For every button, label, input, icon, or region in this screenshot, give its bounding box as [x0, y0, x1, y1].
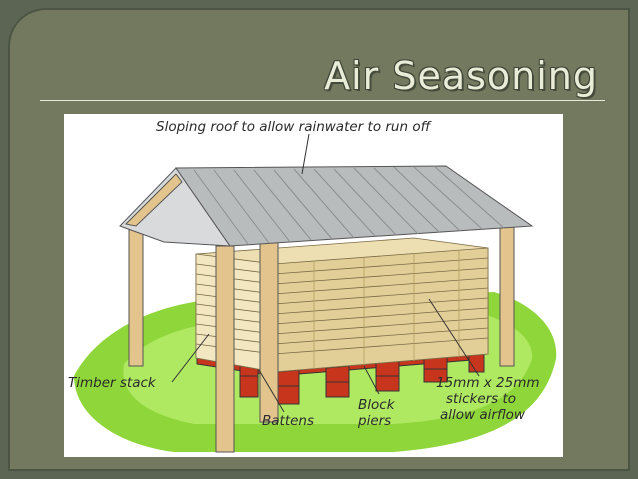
label-stickers-2: stickers to: [446, 391, 517, 407]
title-divider: [40, 100, 605, 101]
front-post-right: [259, 241, 279, 423]
label-sloping-roof: Sloping roof to allow rainwater to run o…: [156, 119, 431, 135]
air-seasoning-diagram: Sloping roof to allow rainwater to run o…: [64, 114, 563, 457]
diagram-illustration: [74, 133, 557, 453]
label-block-piers-2: piers: [358, 413, 392, 429]
label-block-piers-1: Block: [358, 397, 395, 413]
label-timber-stack: Timber stack: [68, 375, 156, 391]
leader-lines: [171, 133, 480, 413]
front-post-left: [215, 245, 235, 453]
label-stickers-3: allow airflow: [440, 407, 525, 423]
slide-title: Air Seasoning: [324, 54, 598, 98]
back-post-right: [499, 223, 515, 367]
timber-stack-illustration: [195, 237, 489, 373]
label-battens: Battens: [262, 413, 315, 429]
label-stickers-1: 15mm x 25mm: [436, 375, 540, 391]
sloping-roof: [119, 165, 534, 247]
back-post-left: [128, 223, 144, 367]
